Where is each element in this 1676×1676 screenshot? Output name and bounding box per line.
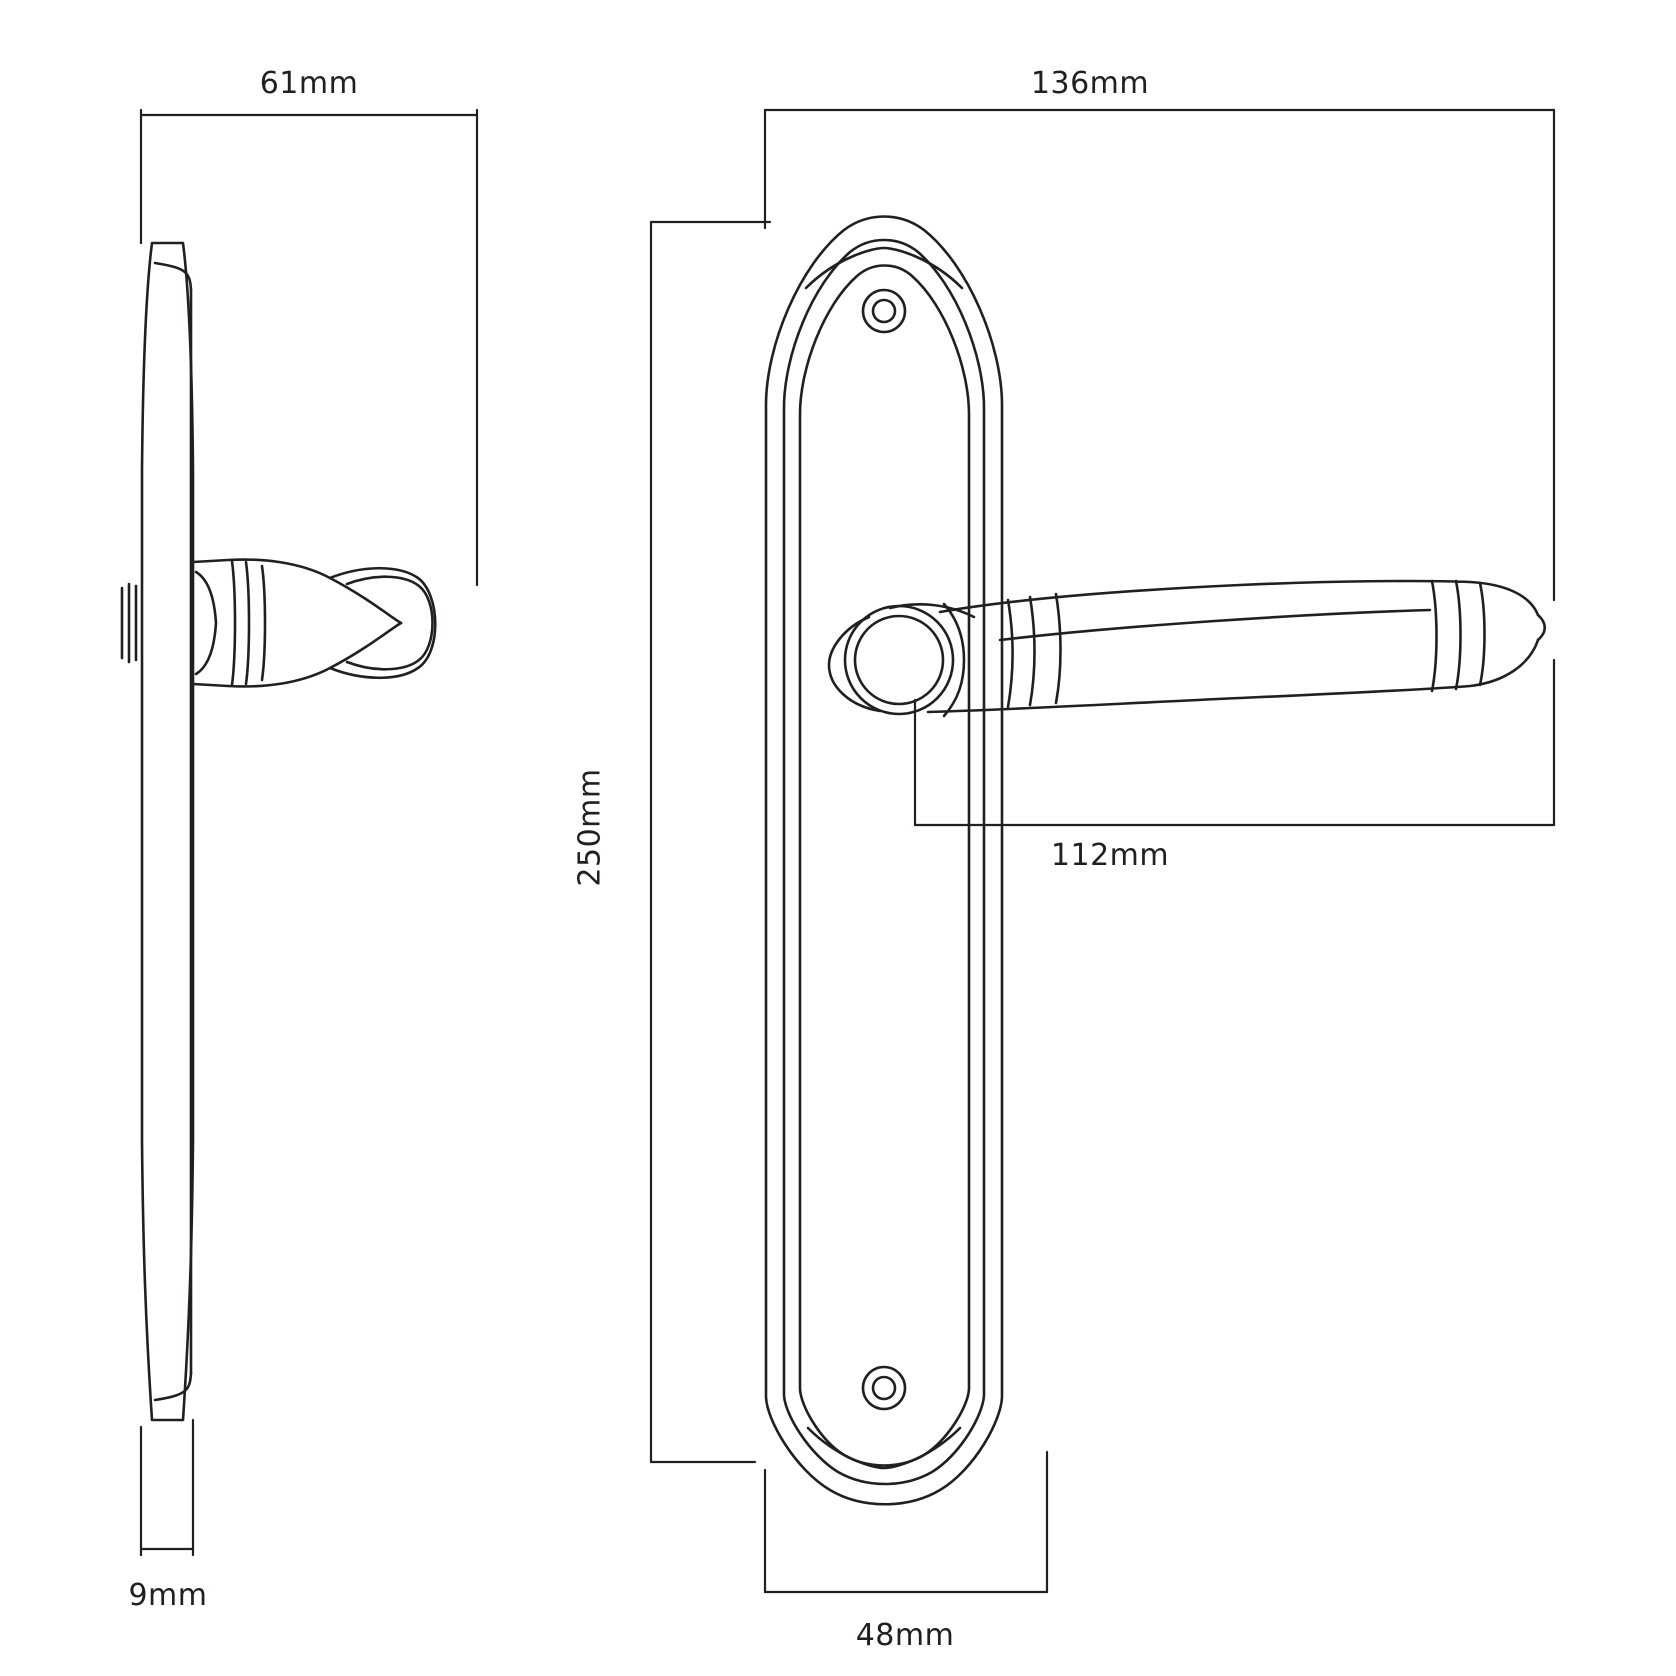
side-elevation-plate — [140, 241, 195, 1422]
dimension-label-handle-projection: 136mm — [1030, 66, 1150, 101]
bottom-screw-hole — [861, 1365, 907, 1411]
front-elevation-backplate — [764, 215, 1004, 1506]
dimension-label-plate-width-bottom: 48mm — [855, 1618, 955, 1653]
dimension-label-handle-length: 112mm — [1050, 838, 1170, 873]
side-elevation-handle — [120, 558, 437, 688]
right-view-dimension-lines — [649, 108, 1556, 1594]
top-screw-hole — [861, 288, 907, 334]
dimension-label-plate-thickness: 9mm — [128, 1578, 208, 1613]
dimension-label-plate-width-top: 61mm — [259, 66, 359, 101]
left-view-dimension-lines — [139, 108, 479, 1557]
dimension-label-plate-height: 250mm — [572, 768, 608, 887]
front-elevation-lever-handle — [827, 579, 1547, 718]
